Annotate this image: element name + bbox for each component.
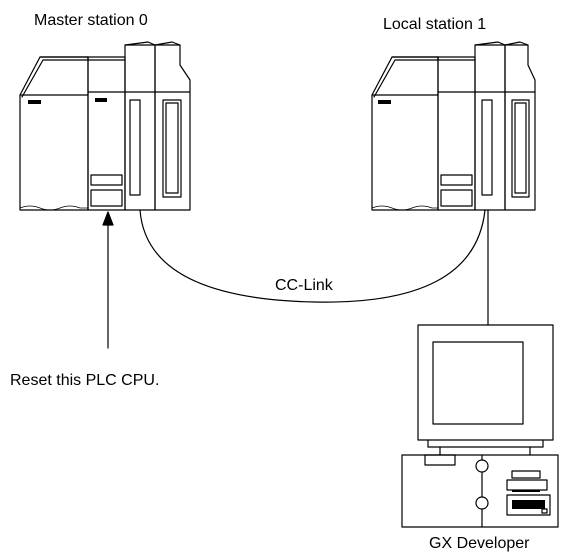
master-station-label: Master station 0 xyxy=(34,12,148,29)
cc-link-label: CC-Link xyxy=(275,277,333,294)
cc-link-cable xyxy=(140,210,485,302)
arrow-up-icon xyxy=(103,212,113,348)
local-station-label: Local station 1 xyxy=(383,16,487,33)
master-plc-rack-icon xyxy=(20,42,190,210)
local-plc-rack-icon xyxy=(372,42,535,210)
reset-note-label: Reset this PLC CPU. xyxy=(10,372,160,389)
gx-developer-label: GX Developer xyxy=(429,535,530,552)
personal-computer-icon xyxy=(402,325,558,527)
